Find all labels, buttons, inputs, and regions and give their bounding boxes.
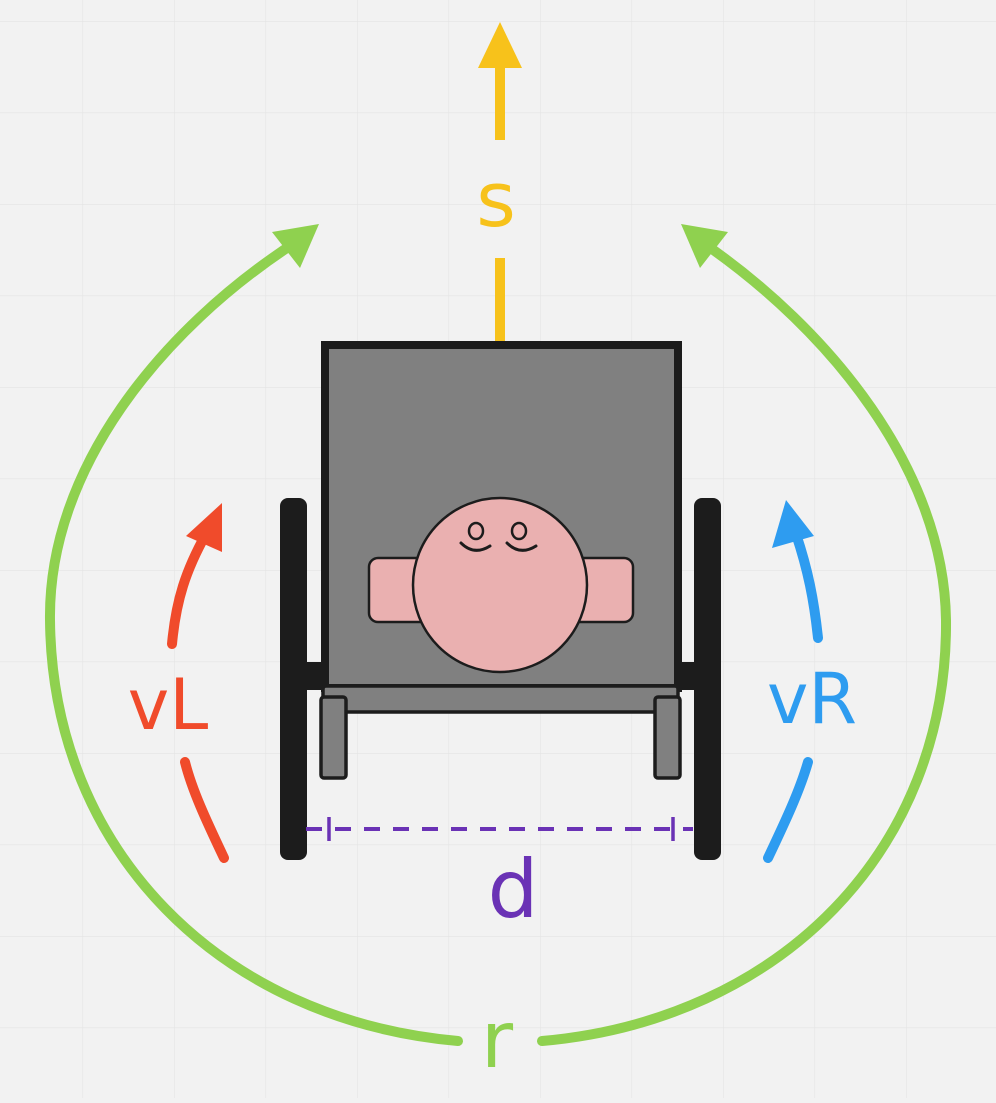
left-velocity-label: vL — [128, 664, 208, 746]
person-right-smile — [505, 541, 538, 552]
left-drive-wheel — [280, 498, 307, 860]
person-top-view-icon — [367, 496, 635, 674]
radius-arc: r — [44, 224, 952, 1086]
footrest-bar — [321, 684, 680, 714]
person-left-eye — [467, 521, 485, 541]
left-velocity-arrow: vL — [128, 503, 229, 863]
left-velocity-arc-upper — [167, 529, 211, 649]
right-velocity-arc-lower — [763, 757, 813, 863]
right-velocity-arrowhead — [772, 500, 814, 548]
speed-arrow: s — [476, 22, 522, 342]
right-caster-wheel — [653, 695, 682, 780]
wheel-distance-label: d — [488, 843, 539, 936]
right-velocity-arrow: vR — [763, 500, 857, 863]
left-velocity-arrowhead — [186, 503, 222, 552]
left-velocity-arc-lower — [180, 757, 229, 863]
right-drive-wheel — [694, 498, 721, 860]
person-left-smile — [459, 541, 492, 552]
radius-arrowhead-right — [681, 224, 728, 268]
person-head — [411, 496, 589, 674]
radius-arc-right — [537, 237, 952, 1046]
left-caster-wheel — [319, 695, 348, 780]
radius-arrowhead-left — [272, 224, 319, 268]
speed-label: s — [476, 155, 516, 244]
person-right-eye — [510, 521, 528, 541]
right-velocity-arc-upper — [791, 529, 823, 643]
radius-label: r — [481, 996, 514, 1086]
right-velocity-label: vR — [767, 658, 857, 740]
radius-arc-left — [44, 237, 463, 1046]
speed-arrowhead — [478, 22, 522, 68]
wheel-distance-measure: d — [306, 817, 693, 936]
